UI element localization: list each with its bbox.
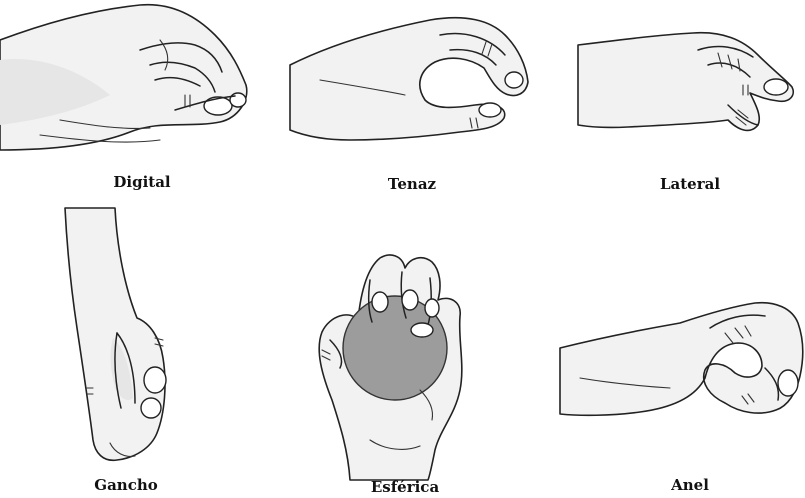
anel-grip-illustration [560,288,805,448]
caption-anel: Anel [671,476,709,494]
gancho-grip-illustration [55,208,200,473]
caption-digital: Digital [113,173,170,191]
caption-tenaz: Tenaz [388,175,436,193]
caption-gancho: Gancho [94,476,157,494]
caption-lateral: Lateral [660,175,720,193]
digital-grip-illustration [0,0,260,175]
tenaz-grip-illustration [290,10,530,155]
lateral-grip-illustration [578,25,803,150]
esferica-grip-illustration [310,250,485,480]
caption-esferica: Esférica [371,478,439,496]
